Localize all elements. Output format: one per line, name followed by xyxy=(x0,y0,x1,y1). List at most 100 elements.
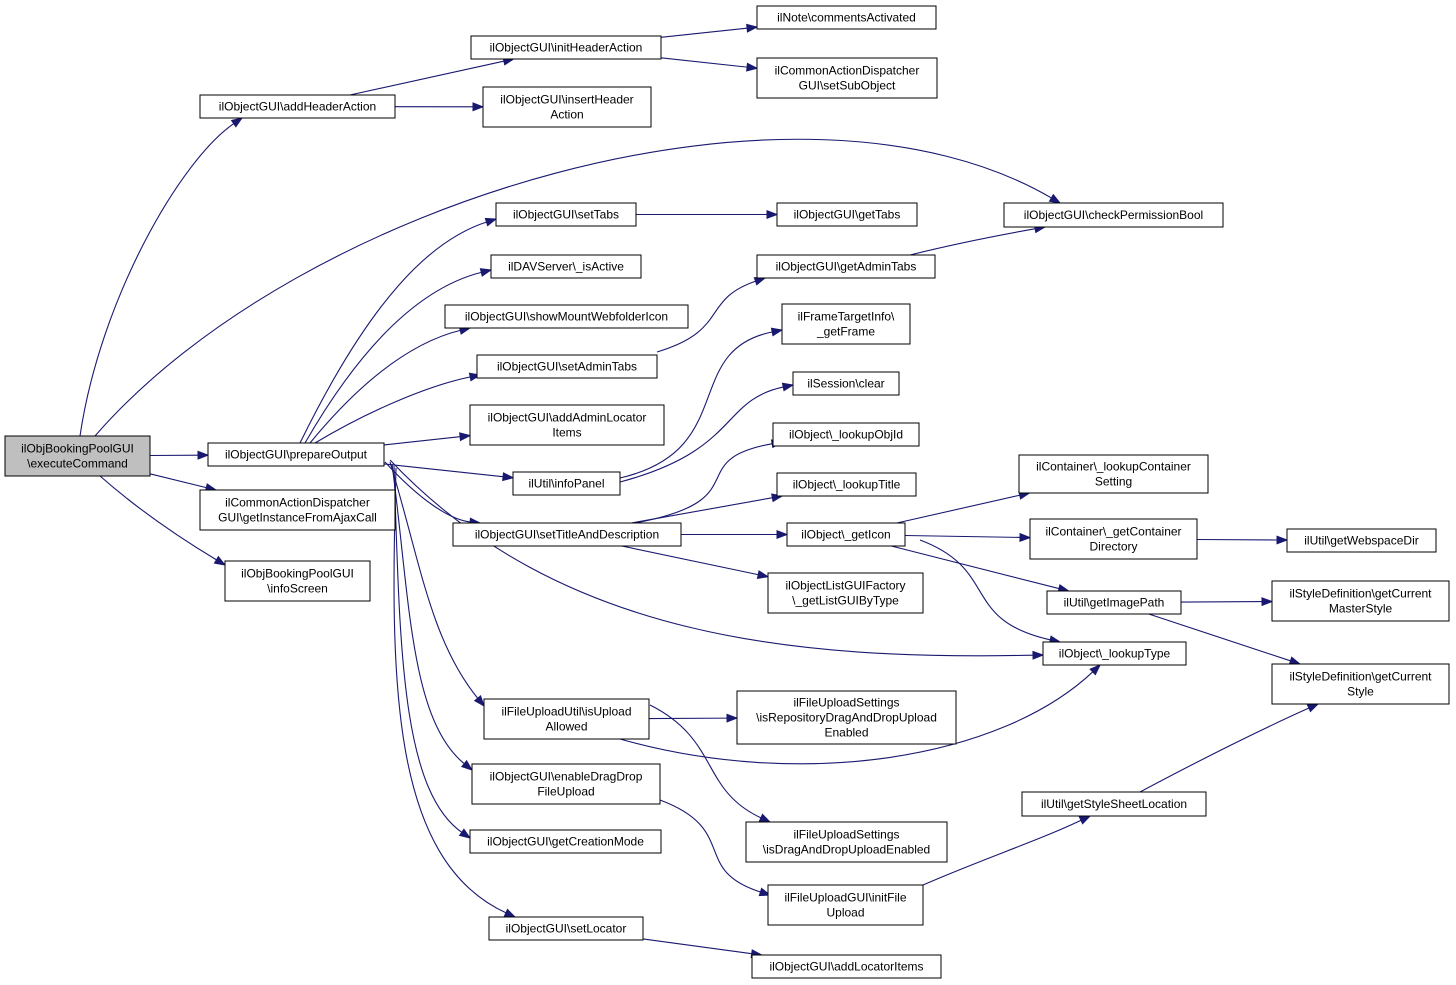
node-label: ilObjectGUI\addLocatorItems xyxy=(769,960,923,974)
node-label: ilObject\_lookupTitle xyxy=(793,478,901,492)
node-box xyxy=(756,5,937,30)
function-node[interactable]: ilFrameTargetInfo\_getFrame xyxy=(781,303,911,345)
node-label: MasterStyle xyxy=(1329,602,1393,616)
function-node[interactable]: ilObjectGUI\initHeaderAction xyxy=(470,35,662,60)
node-box xyxy=(1042,641,1187,666)
edge-n9-to-n10 xyxy=(636,209,779,220)
edge-n1-to-n31 xyxy=(149,473,218,492)
node-box xyxy=(781,303,911,345)
node-label: ilFrameTargetInfo\ xyxy=(798,310,895,324)
node-box xyxy=(490,254,642,279)
function-node[interactable]: ilObjectGUI\showMountWebfolderIcon xyxy=(444,304,689,329)
node-label: \executeCommand xyxy=(27,457,128,471)
function-node[interactable]: ilObjectGUI\setTitleAndDescription xyxy=(452,522,682,547)
edge-n33-to-n36 xyxy=(649,704,772,823)
function-node[interactable]: ilSession\clear xyxy=(792,371,900,396)
node-box xyxy=(767,884,924,926)
node-label: ilUtil\getImagePath xyxy=(1064,596,1165,610)
edge-line xyxy=(1148,613,1292,662)
edge-n8-to-n37 xyxy=(393,465,472,839)
function-node[interactable]: ilFileUploadSettings\isDragAndDropUpload… xyxy=(745,821,948,863)
function-node[interactable]: ilObjectGUI\getCreationMode xyxy=(469,829,662,854)
edge-line xyxy=(79,122,235,437)
function-node[interactable]: ilUtil\getStyleSheetLocation xyxy=(1021,791,1207,817)
node-box xyxy=(452,522,682,547)
node-box xyxy=(512,471,621,496)
function-node[interactable]: ilObject\_lookupObjId xyxy=(772,422,920,447)
function-node[interactable]: ilObject\_lookupType xyxy=(1042,641,1187,666)
node-label: ilObjectGUI\getCreationMode xyxy=(487,835,644,849)
node-label: Upload xyxy=(826,906,864,920)
function-node[interactable]: ilCommonActionDispatcherGUI\getInstanceF… xyxy=(199,489,396,531)
function-node[interactable]: ilObjectGUI\prepareOutput xyxy=(207,442,385,467)
edge-n3-to-n4 xyxy=(660,23,759,38)
edge-line xyxy=(656,280,757,353)
node-label: ilObjBookingPoolGUI xyxy=(241,567,354,581)
edge-n20-to-n22 xyxy=(681,529,789,540)
edge-line xyxy=(619,670,1094,765)
node-label: Directory xyxy=(1089,540,1137,554)
function-node[interactable]: ilObjectGUI\addLocatorItems xyxy=(751,954,942,979)
edge-n20-to-n23 xyxy=(621,545,770,579)
edge-line xyxy=(621,545,760,576)
function-node[interactable]: ilUtil\infoPanel xyxy=(512,471,621,496)
node-box xyxy=(4,435,151,477)
function-node[interactable]: ilUtil\getImagePath xyxy=(1046,590,1182,615)
function-node[interactable]: ilDAVServer\_isActive xyxy=(490,254,642,279)
function-node[interactable]: ilObjectGUI\getTabs xyxy=(776,202,918,227)
root-function-node[interactable]: ilObjBookingPoolGUI\executeCommand xyxy=(4,435,151,477)
function-node[interactable]: ilUtil\getWebspaceDir xyxy=(1286,528,1437,553)
edge-line xyxy=(383,463,505,478)
node-box xyxy=(1003,202,1224,228)
node-label: ilObjectGUI\setTabs xyxy=(513,208,619,222)
edge-n14-to-n7 xyxy=(909,224,1047,256)
function-node[interactable]: ilObjectGUI\setLocator xyxy=(488,916,644,941)
call-nodes: ilObjBookingPoolGUI\executeCommandilObje… xyxy=(4,5,1450,979)
node-label: ilSession\clear xyxy=(807,377,884,391)
edge-line xyxy=(304,271,483,444)
edge-n8-to-n33 xyxy=(389,461,485,708)
function-node[interactable]: ilObjectGUI\setTabs xyxy=(495,202,637,227)
function-node[interactable]: ilObject\_lookupTitle xyxy=(776,472,917,497)
function-node[interactable]: ilObjectGUI\setAdminTabs xyxy=(476,354,658,379)
arrowhead xyxy=(458,828,472,839)
node-box xyxy=(476,354,658,379)
node-label: ilObjectGUI\enableDragDrop xyxy=(490,770,643,784)
node-box xyxy=(1286,528,1437,553)
node-label: ilDAVServer\_isActive xyxy=(508,260,624,274)
function-node[interactable]: ilObjBookingPoolGUI\infoScreen xyxy=(224,560,371,602)
function-node[interactable]: ilNote\commentsActivated xyxy=(756,5,937,30)
node-label: \_getListGUIByType xyxy=(792,594,899,608)
function-node[interactable]: ilObjectGUI\addHeaderAction xyxy=(199,94,396,119)
node-box xyxy=(482,86,652,128)
function-node[interactable]: ilFileUploadSettings\isRepositoryDragAnd… xyxy=(736,690,957,745)
function-node[interactable]: ilObjectGUI\checkPermissionBool xyxy=(1003,202,1224,228)
edge-n8-to-n13 xyxy=(314,372,482,444)
node-label: ilUtil\getWebspaceDir xyxy=(1304,534,1419,548)
function-node[interactable]: ilObjectGUI\getAdminTabs xyxy=(756,254,936,279)
function-node[interactable]: ilObject\_getIcon xyxy=(786,522,906,547)
function-node[interactable]: ilObjectListGUIFactory\_getListGUIByType xyxy=(767,572,924,614)
node-box xyxy=(786,522,906,547)
edge-n27-to-n28 xyxy=(1180,597,1274,607)
node-box xyxy=(469,829,662,854)
edge-line xyxy=(299,221,488,444)
node-box xyxy=(756,254,936,279)
edge-n33-to-n34 xyxy=(648,713,739,723)
edge-line xyxy=(896,494,1021,524)
edge-n1-to-n2 xyxy=(79,117,244,437)
edge-n3-to-n5 xyxy=(660,57,759,72)
edge-n22-to-n25 xyxy=(904,532,1032,542)
edge-line xyxy=(99,475,218,561)
edge-line xyxy=(393,467,508,914)
